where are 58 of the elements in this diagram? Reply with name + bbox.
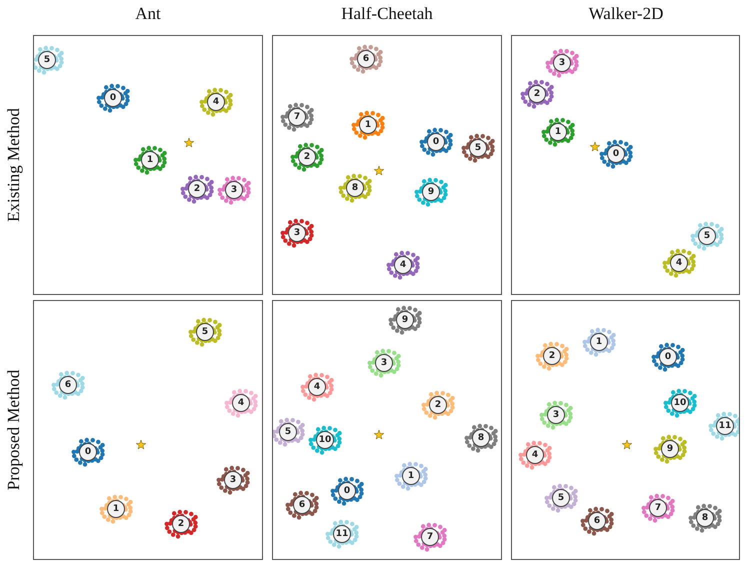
cluster-label: 3 (225, 181, 243, 199)
cluster-label: 4 (308, 378, 326, 396)
cluster-label: 9 (396, 311, 414, 329)
cluster-label: 10 (316, 431, 334, 449)
cluster-label: 1 (402, 467, 420, 485)
cluster-label: 6 (357, 50, 375, 68)
cluster-label: 3 (547, 406, 565, 424)
column-header: Walker-2D (588, 4, 664, 24)
cluster-label: 11 (333, 525, 351, 543)
column-header: Ant (135, 4, 161, 24)
cluster-label: 8 (346, 179, 364, 197)
cluster-label: 4 (670, 254, 688, 272)
cluster-label: 2 (429, 396, 447, 414)
cluster-label: 8 (696, 509, 714, 527)
cluster-label: 0 (659, 348, 677, 366)
cluster-label: 1 (359, 116, 377, 134)
cluster-label: 5 (552, 489, 570, 507)
cluster-label: 4 (526, 446, 544, 464)
cluster-label: 5 (469, 139, 487, 157)
row-label: Existing Method (4, 108, 24, 222)
cluster-label: 1 (107, 500, 125, 518)
cluster-label: 6 (293, 496, 311, 514)
cluster-label: 2 (543, 347, 561, 365)
column-header: Half-Cheetah (341, 4, 433, 24)
cluster-label: 0 (427, 133, 445, 151)
cluster-label: 0 (338, 482, 356, 500)
cluster-label: 2 (188, 180, 206, 198)
cluster-label: 3 (224, 471, 242, 489)
cluster-label: 7 (649, 499, 667, 517)
cluster-label: 4 (394, 256, 412, 274)
cluster-label: 11 (716, 417, 734, 435)
cluster-label: 5 (196, 323, 214, 341)
cluster-label: 7 (421, 528, 439, 546)
cluster-label: 1 (549, 123, 567, 141)
cluster-label: 10 (671, 394, 689, 412)
cluster-label: 6 (59, 376, 77, 394)
cluster-label: 4 (232, 394, 250, 412)
cluster-label: 5 (698, 227, 716, 245)
row-label: Proposed Method (4, 370, 24, 490)
cluster-label: 3 (288, 224, 306, 242)
cluster-label: 0 (104, 89, 122, 107)
cluster-label: 0 (607, 145, 625, 163)
cluster-label: 3 (553, 54, 571, 72)
cluster-label: 1 (141, 151, 159, 169)
cluster-label: 0 (79, 443, 97, 461)
cluster-label: 3 (375, 354, 393, 372)
cluster-label: 2 (528, 85, 546, 103)
cluster-label: 6 (588, 512, 606, 530)
cluster-label: 5 (38, 51, 56, 69)
cluster-label: 9 (422, 183, 440, 201)
cluster-label: 9 (661, 440, 679, 458)
cluster-label: 7 (288, 108, 306, 126)
cluster-label: 4 (207, 93, 225, 111)
cluster-label: 8 (472, 429, 490, 447)
cluster-label: 5 (279, 423, 297, 441)
cluster-label: 2 (298, 148, 316, 166)
cluster-label: 1 (590, 333, 608, 351)
cluster-label: 2 (172, 515, 190, 533)
